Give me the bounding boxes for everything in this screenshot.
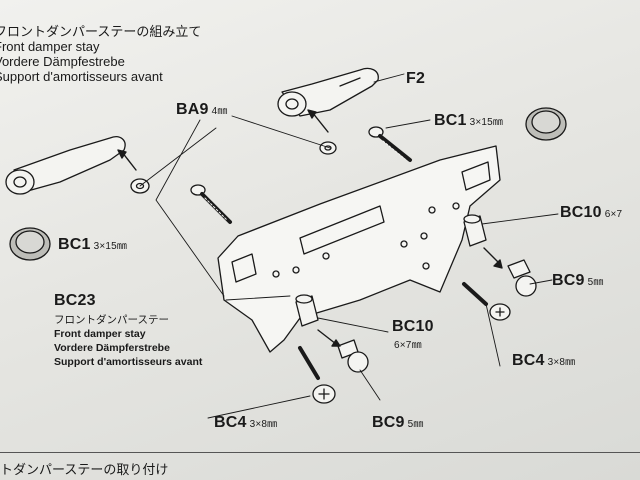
left-arm-part	[5, 136, 126, 195]
bc1-left-code: BC1	[58, 236, 91, 253]
step-title-jp: フロントダンパーステーの組み立て	[0, 24, 202, 39]
bc1-left-size: 3×15㎜	[93, 241, 128, 252]
bc23-name-en: Front damper stay	[54, 328, 146, 340]
f2-label: F2	[406, 70, 425, 88]
bc1-right-code: BC1	[434, 112, 467, 129]
bc9-center-code: BC9	[372, 414, 405, 431]
bc9-right-code: BC9	[552, 272, 585, 289]
bc23-plate-part	[217, 145, 501, 353]
bc9-right-size: 5㎜	[587, 277, 604, 288]
next-step-title: トダンパーステーの取り付け	[0, 462, 169, 477]
bc23-code: BC23	[54, 292, 96, 309]
bc23-label: BC23	[54, 292, 96, 310]
magnet-part-icon	[9, 107, 567, 261]
f2-code: F2	[406, 70, 426, 87]
step-title-de: Vordere Dämpfestrebe	[0, 54, 125, 69]
step-title-fr: Support d'amortisseurs avant	[0, 69, 163, 84]
bc9-center-size: 5㎜	[407, 419, 424, 430]
bc23-name-de: Vordere Dämpferstrebe	[54, 342, 170, 354]
washer-icon	[130, 141, 337, 194]
ball-connector-icon	[337, 259, 537, 373]
step-title-en: Front damper stay	[0, 39, 100, 54]
screw-icon	[190, 126, 412, 224]
leader-lines	[139, 73, 559, 419]
ba9-size: 4㎜	[211, 106, 228, 117]
bc10-right-size: 6×7	[604, 209, 623, 220]
bc23-description: フロントダンパーステー Front damper stay Vordere Dä…	[54, 313, 202, 369]
bc10-center-size: 6×7㎜	[394, 340, 422, 351]
arrow-icon	[117, 109, 503, 347]
bc4-right-code: BC4	[512, 352, 545, 369]
screw-icon	[298, 282, 511, 404]
step-title: フロントダンパーステーの組み立て Front damper stay Vorde…	[0, 24, 201, 84]
bc10-right-code: BC10	[560, 204, 602, 221]
spacer-icon	[295, 214, 487, 327]
bc23-name-fr: Support d'amortisseurs avant	[54, 356, 203, 368]
bc1-right-size: 3×15㎜	[469, 117, 504, 128]
bc10-center-label: BC10 6×7㎜	[392, 318, 434, 351]
bc4-right-size: 3×8㎜	[547, 357, 576, 368]
f2-arm-part	[277, 67, 379, 117]
bc4-left-size: 3×8㎜	[249, 419, 278, 430]
step-divider	[0, 452, 640, 453]
bc4-left-code: BC4	[214, 414, 247, 431]
bc23-name-jp: フロントダンパーステー	[54, 314, 169, 326]
ba9-code: BA9	[176, 101, 209, 118]
bc10-center-code: BC10	[392, 318, 434, 335]
